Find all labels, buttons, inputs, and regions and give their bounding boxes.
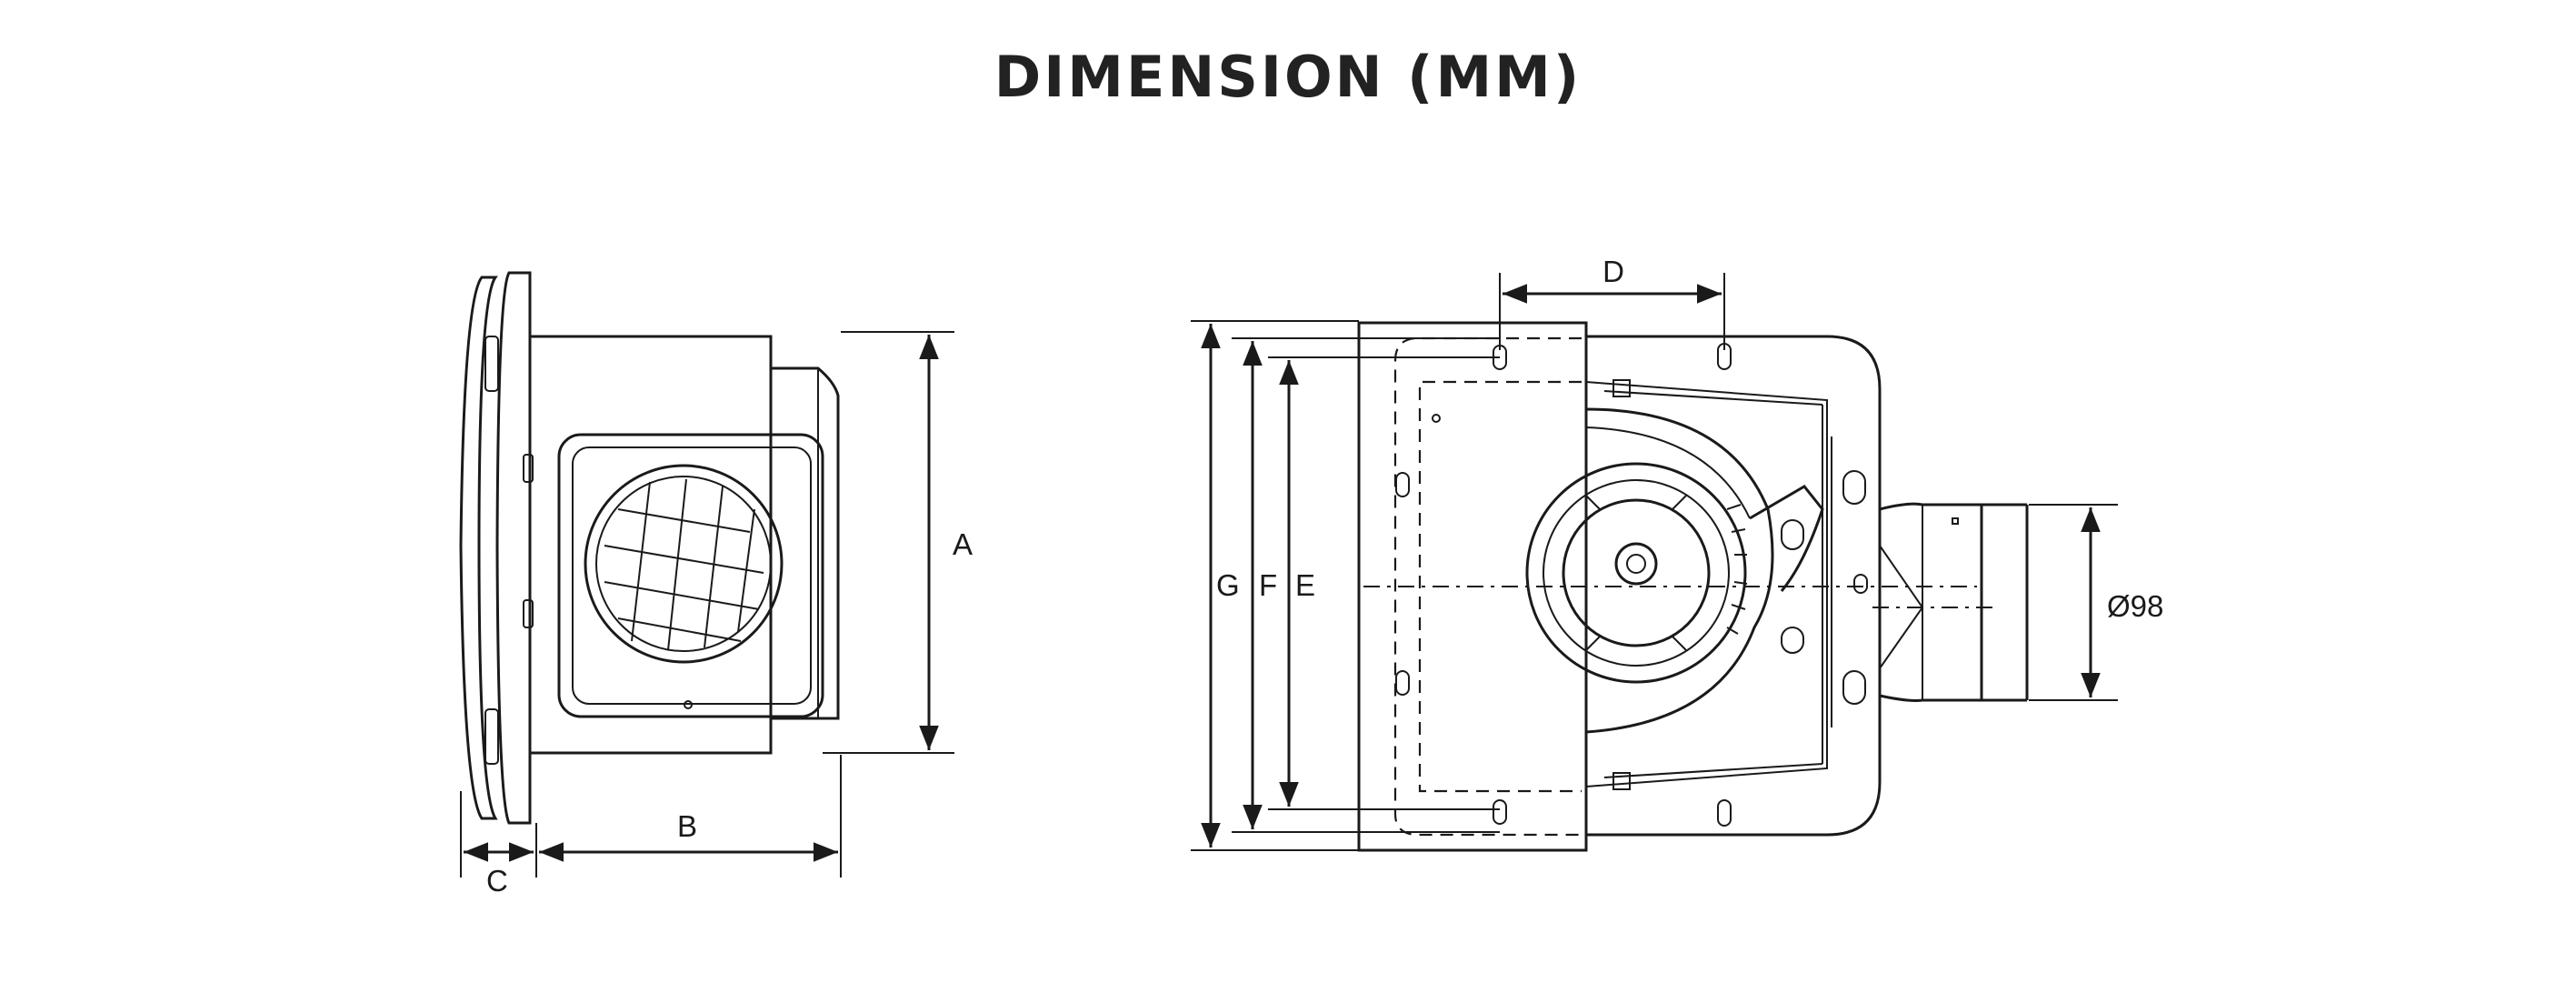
side-view: A B C [459, 271, 973, 898]
page-title: DIMENSION (MM) [993, 44, 1583, 110]
dim-label-e: E [1295, 568, 1315, 602]
dim-label-g: G [1216, 568, 1240, 602]
fan-blades [1726, 504, 1748, 635]
dim-label-a: A [953, 527, 973, 561]
dim-label-f: F [1259, 568, 1277, 602]
grille-mesh [604, 478, 764, 651]
dim-label-d: D [1603, 255, 1624, 288]
dim-label-c: C [486, 864, 508, 898]
dim-label-duct-diameter: Ø98 [2107, 589, 2163, 623]
top-view: D G F E Ø98 [1191, 255, 2163, 852]
dim-label-b: B [677, 809, 697, 843]
